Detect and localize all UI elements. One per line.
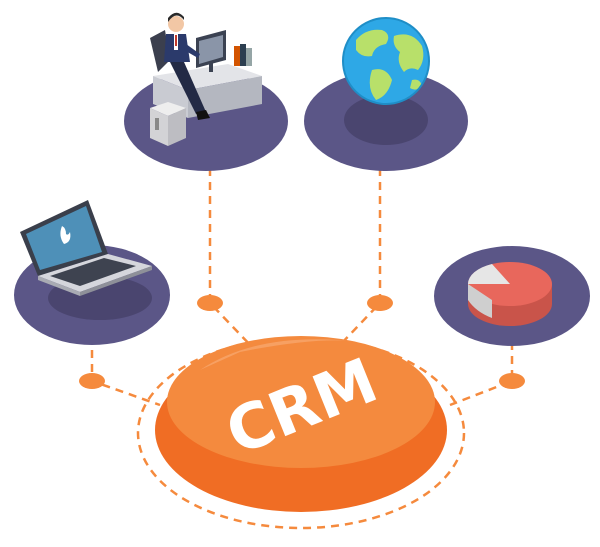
- junction-dot-chart: [499, 373, 525, 389]
- connector-globe: [339, 140, 382, 346]
- hub-highlight: [200, 339, 360, 370]
- junction-dot-globe: [367, 295, 393, 311]
- hub-top: [167, 336, 435, 468]
- node-laptop: [14, 200, 170, 345]
- connector-employee: [208, 140, 256, 351]
- junction-dot-laptop: [79, 373, 105, 389]
- node-chart: [434, 246, 590, 346]
- globe-icon: [342, 17, 430, 105]
- junction-dot-employee: [197, 295, 223, 311]
- node-globe: [304, 17, 468, 171]
- laptop-icon: [20, 200, 152, 296]
- disc-globe-shadow: [344, 95, 428, 145]
- crm-hub[interactable]: CRM: [155, 336, 447, 512]
- node-employee: [124, 12, 288, 171]
- pie-chart-icon: [467, 262, 552, 326]
- office-worker-desk-icon: [150, 12, 262, 146]
- junction-dots: [79, 295, 525, 389]
